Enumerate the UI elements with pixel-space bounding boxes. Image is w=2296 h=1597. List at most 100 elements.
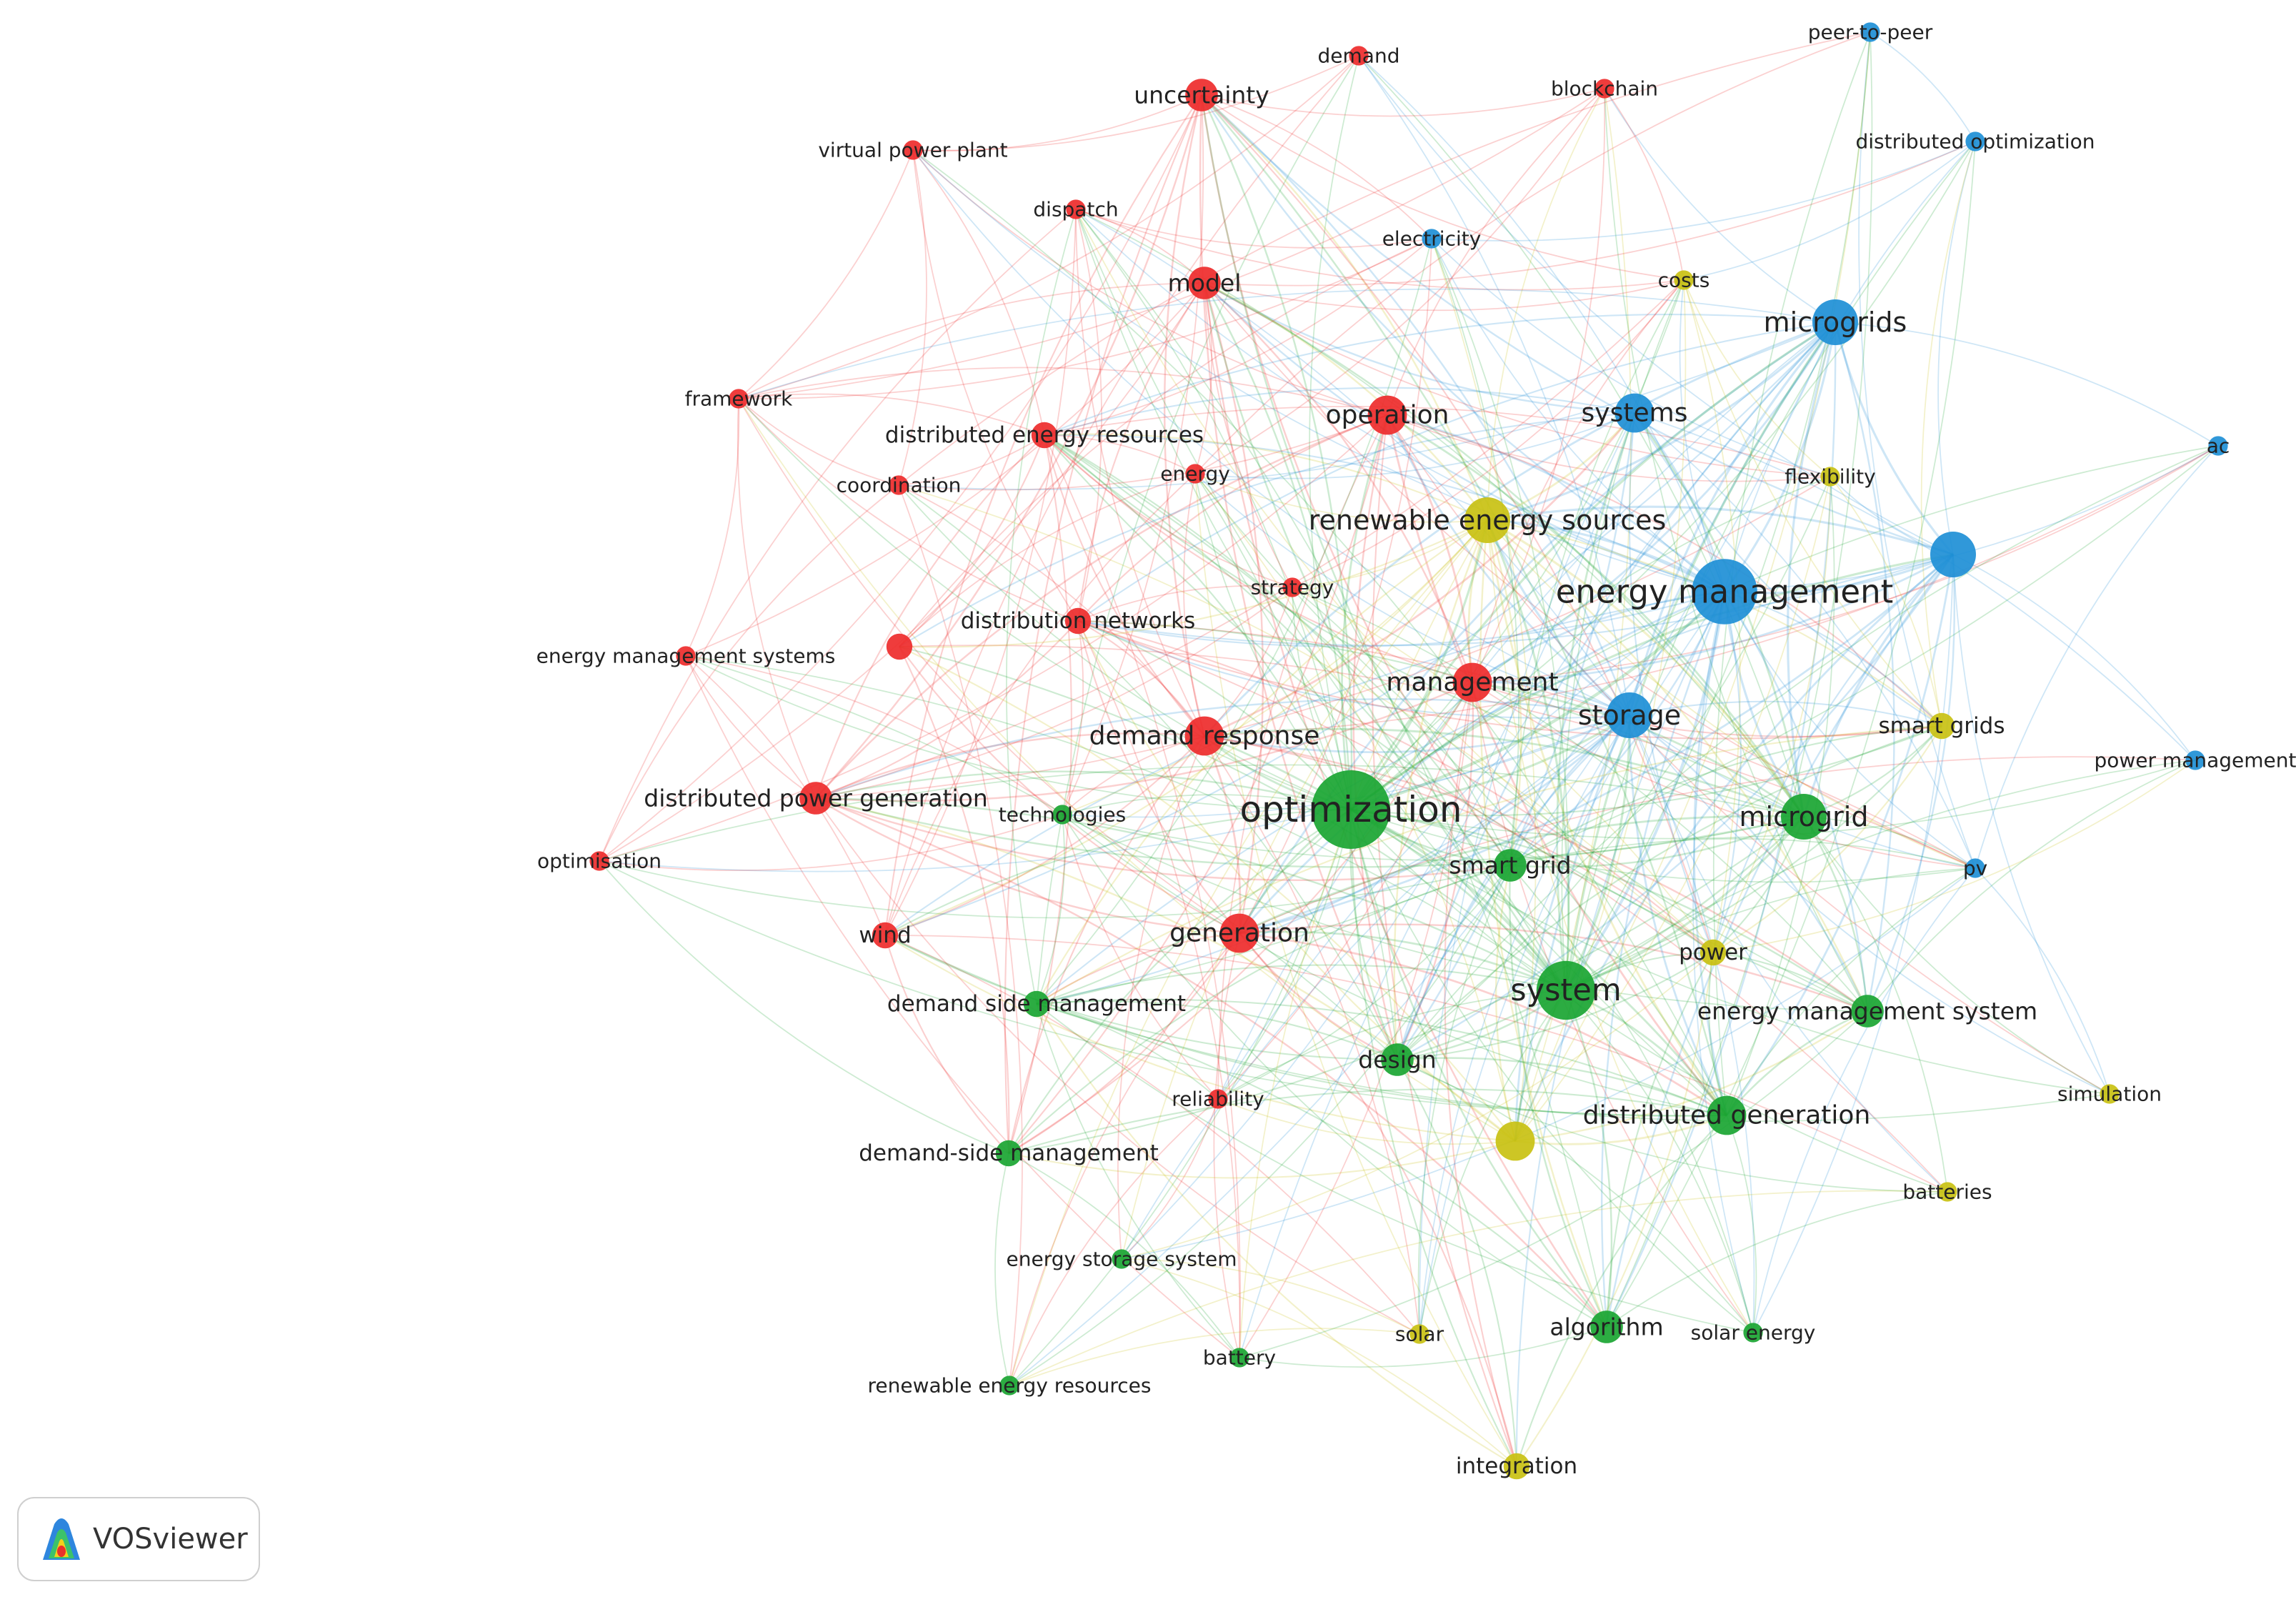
node-dsm2[interactable] (995, 1140, 1022, 1167)
node-yellowunl[interactable] (1495, 1121, 1535, 1161)
edge-der-flexibility (1044, 405, 1831, 477)
node-distgen[interactable] (1707, 1095, 1747, 1135)
edge-electricity-smartgrid (1431, 238, 1519, 866)
node-power[interactable] (1699, 939, 1727, 966)
node-generation[interactable] (1219, 913, 1259, 953)
node-smartgrids[interactable] (1928, 712, 1955, 740)
vosviewer-logo-badge: VOSviewer (17, 1497, 260, 1581)
node-coordination[interactable] (889, 475, 909, 495)
edge-model-pv (1204, 282, 1976, 869)
node-rer[interactable] (999, 1375, 1019, 1395)
node-label-distnet: distribution networks (961, 608, 1196, 634)
node-management[interactable] (1452, 662, 1492, 702)
edge-generation-powermgmt (1239, 756, 2196, 934)
edge-dr-microgrid (1204, 727, 1805, 818)
edge-dr-technologies (1062, 735, 1205, 815)
node-label-simulation: simulation (2057, 1083, 2162, 1106)
edge-technologies-dsm (1036, 814, 1065, 1005)
node-costs[interactable] (1674, 270, 1694, 290)
edge-pv-optimization (1350, 809, 1976, 883)
node-wind[interactable] (872, 922, 899, 949)
node-batteries[interactable] (1937, 1182, 1957, 1202)
node-res[interactable] (1464, 497, 1510, 543)
node-dispatch[interactable] (1066, 199, 1086, 219)
edge-pv-microgrid (1803, 816, 1976, 869)
edge-der-dsm2 (1007, 434, 1072, 1154)
edge-res-dsm (1036, 519, 1488, 1005)
node-ess[interactable] (1112, 1249, 1132, 1269)
node-demand[interactable] (1349, 46, 1369, 66)
edge-der-dpg (815, 434, 1045, 799)
node-optimization[interactable] (1312, 770, 1390, 849)
edge-distnet-blueunl (1077, 554, 1954, 647)
node-pv[interactable] (1965, 858, 1985, 878)
edge-model-optimization (1203, 282, 1352, 810)
node-vpp[interactable] (903, 140, 923, 160)
edge-smartgrid-algorithm (1509, 865, 1608, 1328)
node-smartgrid[interactable] (1494, 849, 1527, 882)
node-solar[interactable] (1409, 1324, 1429, 1344)
node-algorithm[interactable] (1590, 1310, 1623, 1343)
node-strategy[interactable] (1282, 577, 1302, 597)
node-dpg[interactable] (799, 782, 832, 815)
edge-framework-yellowunl (738, 398, 1516, 1142)
node-ems_s[interactable] (676, 646, 696, 666)
edge-res-microgrid (1487, 519, 1805, 817)
edge-vpp-distnet (912, 149, 1079, 622)
edge-distnet-yellowunl (1077, 620, 1516, 1142)
node-label-vpp: virtual power plant (818, 139, 1007, 162)
edge-generation-dsm (1036, 932, 1240, 1005)
node-storage[interactable] (1607, 692, 1652, 738)
node-label-wind: wind (859, 922, 911, 948)
edge-powermgmt-emsys (1867, 760, 2196, 1012)
edge-wind-em (884, 590, 1725, 936)
node-framework[interactable] (729, 389, 749, 409)
edge-dr-storage (1204, 714, 1630, 754)
edge-simulation-dsm (1036, 1003, 2110, 1123)
edge-uncertainty-em (1200, 94, 1725, 593)
node-em[interactable] (1692, 559, 1757, 625)
node-technologies[interactable] (1052, 805, 1072, 825)
node-battery[interactable] (1229, 1348, 1249, 1368)
node-operation[interactable] (1367, 395, 1407, 435)
edge-blueunl-dsm (1036, 553, 1954, 1005)
node-reliability[interactable] (1208, 1089, 1228, 1109)
node-redunl[interactable] (886, 633, 913, 660)
node-solarenergy[interactable] (1743, 1323, 1763, 1343)
node-p2p[interactable] (1860, 22, 1880, 42)
node-powermgmt[interactable] (2185, 750, 2205, 770)
node-blockchain[interactable] (1594, 79, 1614, 99)
node-model[interactable] (1188, 267, 1221, 299)
node-design[interactable] (1381, 1043, 1414, 1076)
edge-optimisation-storage (599, 715, 1630, 872)
node-dsm[interactable] (1023, 990, 1050, 1018)
node-optimisation[interactable] (589, 851, 609, 871)
node-microgrids[interactable] (1812, 299, 1858, 345)
edge-energy-design (1194, 473, 1398, 1060)
node-dr[interactable] (1184, 716, 1224, 756)
node-distopt[interactable] (1965, 131, 1985, 151)
node-distnet[interactable] (1064, 607, 1092, 635)
edge-model-flexibility (1204, 282, 1831, 477)
node-electricity[interactable] (1422, 229, 1442, 249)
node-emsys[interactable] (1851, 995, 1884, 1028)
node-blueunl[interactable] (1930, 532, 1976, 577)
edge-microgrids-storage (1628, 321, 1837, 716)
edge-technologies-algorithm (1062, 814, 1607, 1328)
node-systems[interactable] (1614, 393, 1654, 433)
edge-distnet-dpg (815, 620, 1079, 799)
node-energy[interactable] (1185, 464, 1205, 484)
node-simulation[interactable] (2100, 1084, 2120, 1104)
node-integration[interactable] (1503, 1453, 1530, 1480)
edge-em-algorithm (1601, 591, 1726, 1328)
node-der[interactable] (1031, 422, 1058, 449)
node-ac[interactable] (2208, 436, 2228, 456)
edge-redunl-electricity (899, 238, 1432, 647)
node-flexibility[interactable] (1820, 467, 1840, 487)
edge-der-redunl (899, 434, 1045, 647)
edge-dispatch-distnet (1075, 209, 1102, 622)
edge-dr-wind (884, 735, 1205, 936)
node-uncertainty[interactable] (1185, 79, 1218, 111)
node-microgrid[interactable] (1781, 794, 1827, 840)
node-system[interactable] (1536, 960, 1596, 1020)
